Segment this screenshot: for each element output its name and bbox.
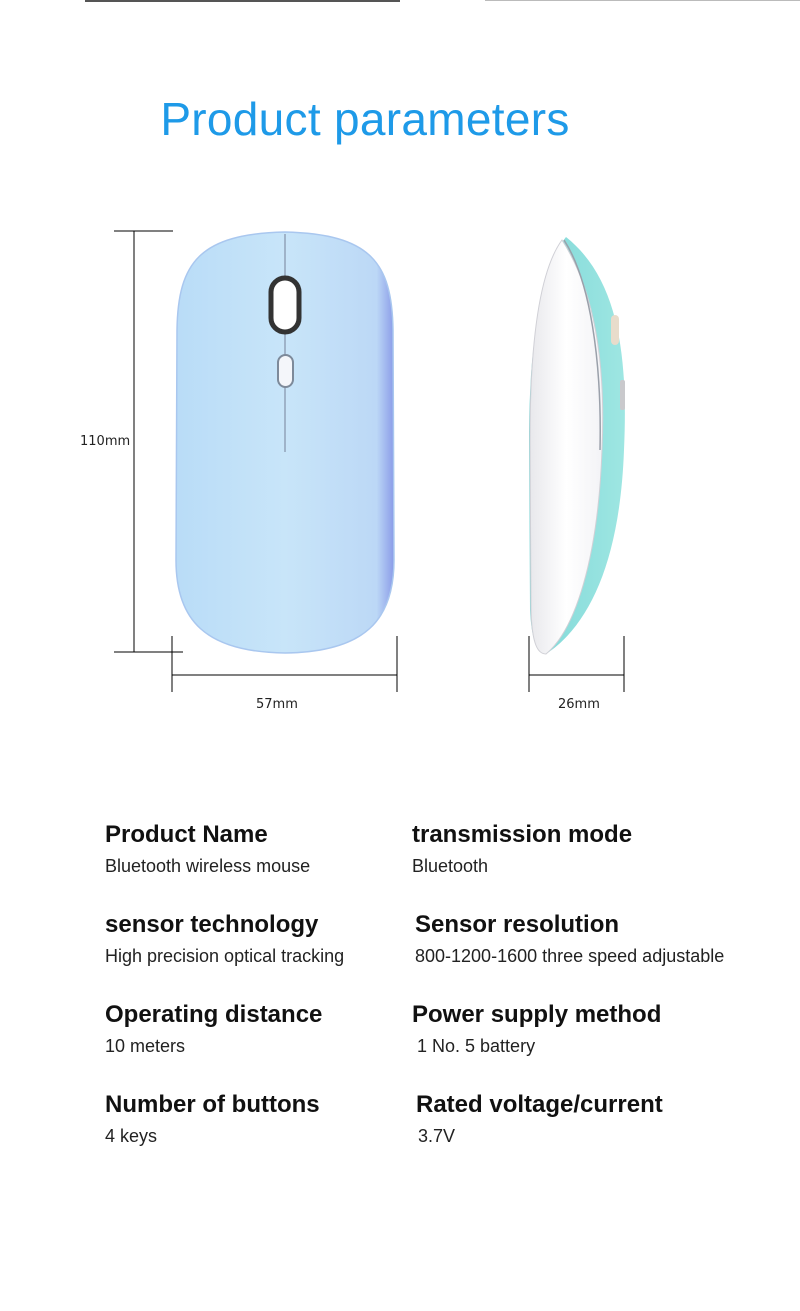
scroll-wheel-icon [268, 275, 302, 335]
dimension-lines [114, 230, 625, 692]
spec-rated-voltage: Rated voltage/current 3.7V [416, 1090, 776, 1148]
spec-label: transmission mode [412, 821, 633, 848]
product-dimension-figure [114, 230, 625, 692]
spec-value: 10 meters [105, 1036, 186, 1056]
spec-sensor-technology: sensor technology High precision optical… [105, 910, 465, 968]
spec-operating-distance: Operating distance 10 meters [105, 1000, 465, 1058]
spec-product-name: Product Name Bluetooth wireless mouse [105, 820, 465, 878]
spec-number-of-buttons: Number of buttons 4 keys [105, 1090, 465, 1148]
top-divider-line [85, 0, 400, 2]
dpi-button-icon [277, 354, 294, 388]
spec-sensor-resolution: Sensor resolution 800-1200-1600 three sp… [415, 910, 795, 968]
spec-value: 1 No. 5 battery [417, 1036, 536, 1056]
spec-label: sensor technology [105, 911, 319, 938]
width-dimension-label: 57mm [256, 697, 298, 712]
mouse-top-view [175, 231, 395, 654]
height-dimension-label: 26mm [558, 697, 600, 712]
length-dimension-label: 110mm [80, 434, 131, 449]
spec-value: 800-1200-1600 three speed adjustable [415, 946, 725, 966]
spec-value: 3.7V [418, 1126, 456, 1146]
spec-label: Sensor resolution [415, 911, 620, 938]
mouse-side-view [529, 237, 625, 655]
spec-power-supply: Power supply method 1 No. 5 battery [412, 1000, 772, 1058]
spec-label: Operating distance [105, 1001, 323, 1028]
page-title: Product parameters [160, 93, 570, 145]
spec-value: High precision optical tracking [105, 946, 345, 966]
spec-transmission-mode: transmission mode Bluetooth [412, 820, 772, 878]
spec-label: Power supply method [412, 1001, 662, 1028]
spec-value: Bluetooth [412, 856, 489, 876]
spec-label: Rated voltage/current [416, 1091, 663, 1118]
top-divider-line [485, 0, 800, 1]
spec-label: Product Name [105, 821, 268, 848]
spec-label: Number of buttons [105, 1091, 320, 1118]
spec-value: Bluetooth wireless mouse [105, 856, 311, 876]
spec-value: 4 keys [105, 1126, 158, 1146]
